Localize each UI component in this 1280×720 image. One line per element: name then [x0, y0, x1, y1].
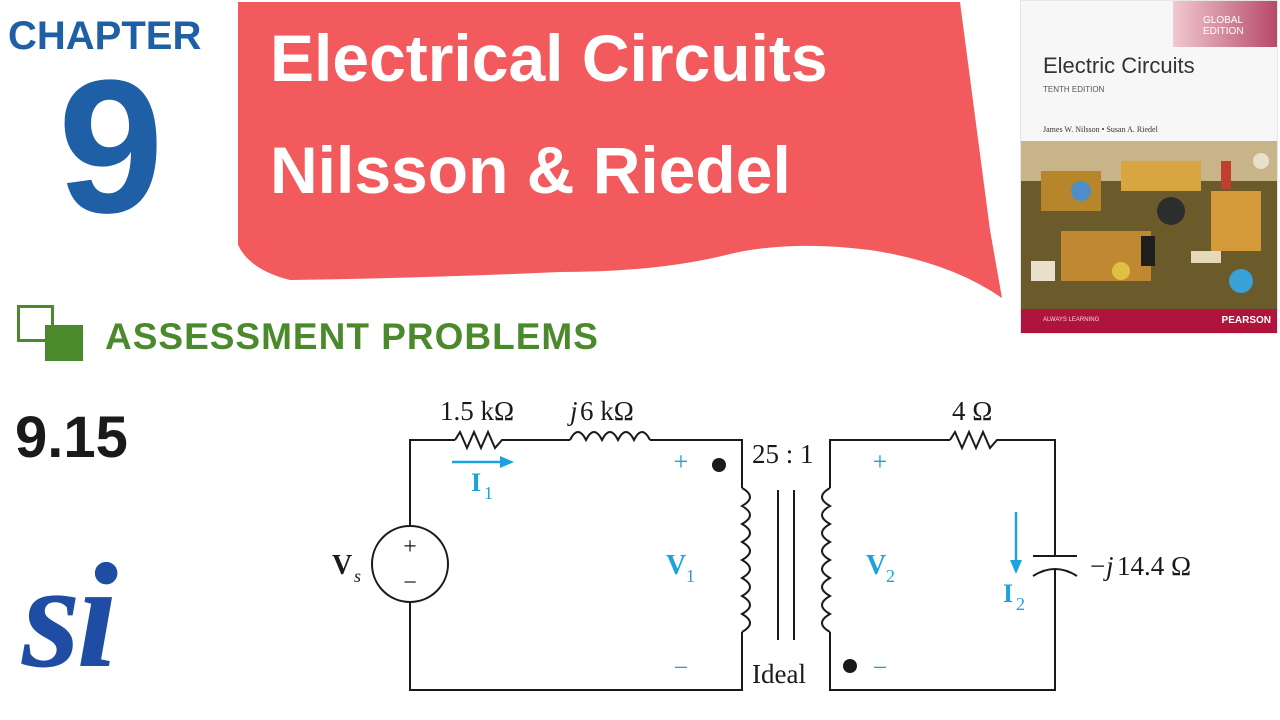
wire-secondary-bottom [829, 570, 1056, 691]
current-2-arrow-head [1010, 560, 1022, 574]
circuit-board-photo [1021, 141, 1277, 311]
chapter-number: 9 [58, 41, 164, 253]
wire-primary-top-left [409, 439, 455, 526]
v2-minus-sign: − [873, 653, 888, 682]
secondary-coil-symbol [821, 487, 833, 633]
source-plus-sign: + [403, 534, 417, 560]
resistor-2-symbol [949, 429, 1000, 451]
problem-number: 9.15 [15, 405, 128, 470]
capacitor-prefix-label: − [1090, 551, 1105, 581]
banner-title-line-1: Electrical Circuits [270, 21, 828, 95]
voltage-source-symbol [371, 525, 449, 603]
wire-secondary-top-left [829, 439, 950, 488]
current-1-subscript: 1 [484, 483, 493, 503]
banner-title-line-2: Nilsson & Riedel [270, 133, 791, 207]
resistor-2-label: 4 Ω [952, 396, 992, 426]
resistor-1-symbol [454, 429, 505, 451]
cover-tagline: ALWAYS LEARNING [1043, 317, 1100, 323]
inductor-value-label: 6 kΩ [580, 396, 634, 426]
publisher-name: PEARSON [1221, 315, 1271, 326]
primary-polarity-dot [712, 458, 726, 472]
wire-secondary-right [1000, 439, 1056, 556]
book-edition: TENTH EDITION [1043, 85, 1105, 94]
inductor-1-symbol [569, 431, 651, 443]
secondary-polarity-dot [843, 659, 857, 673]
v2-plus-sign: + [873, 447, 888, 476]
primary-coil-symbol [739, 487, 751, 633]
banner-shape [238, 2, 1002, 298]
wire-primary-top-right [650, 439, 743, 488]
si-logo: si [22, 533, 118, 699]
current-1-arrow-head [500, 456, 514, 468]
cover-footer-bar: ALWAYS LEARNING PEARSON [1021, 309, 1277, 333]
ideal-label: Ideal [752, 659, 806, 689]
v2-label: V [866, 550, 886, 581]
v1-minus-sign: − [674, 653, 689, 682]
v1-subscript: 1 [686, 566, 695, 586]
circuit-diagram: + − V s 1.5 kΩ j 6 kΩ 25 : 1 Ideal 4 Ω −… [332, 396, 1191, 691]
current-2-subscript: 2 [1016, 594, 1025, 614]
overlapping-squares-icon [17, 305, 83, 361]
v2-subscript: 2 [886, 566, 895, 586]
wire-primary-bottom [409, 602, 743, 691]
turns-ratio-label: 25 : 1 [752, 439, 814, 469]
resistor-1-label: 1.5 kΩ [440, 396, 514, 426]
v1-label: V [666, 550, 686, 581]
source-label: V [332, 550, 352, 581]
book-title: Electric Circuits [1043, 53, 1195, 78]
chapter-label: CHAPTER [8, 14, 202, 58]
capacitor-plate-bottom [1032, 568, 1078, 577]
capacitor-j-label: j [1103, 551, 1114, 581]
inductor-j-label: j [567, 396, 578, 426]
assessment-problems-heading: ASSESSMENT PROBLEMS [105, 316, 599, 357]
book-cover: GLOBAL EDITION Electric Circuits TENTH E… [1020, 0, 1278, 334]
global-edition-badge: GLOBAL EDITION [1173, 1, 1277, 47]
source-label-subscript: s [354, 566, 361, 586]
current-1-label: I [471, 468, 481, 497]
v1-plus-sign: + [674, 447, 689, 476]
source-minus-sign: − [403, 570, 417, 596]
capacitor-value-label: 14.4 Ω [1117, 551, 1191, 581]
global-edition-text: GLOBAL EDITION [1203, 15, 1244, 37]
current-2-label: I [1003, 579, 1013, 608]
title-banner [238, 2, 1002, 298]
book-authors: James W. Nilsson • Susan A. Riedel [1043, 125, 1158, 134]
